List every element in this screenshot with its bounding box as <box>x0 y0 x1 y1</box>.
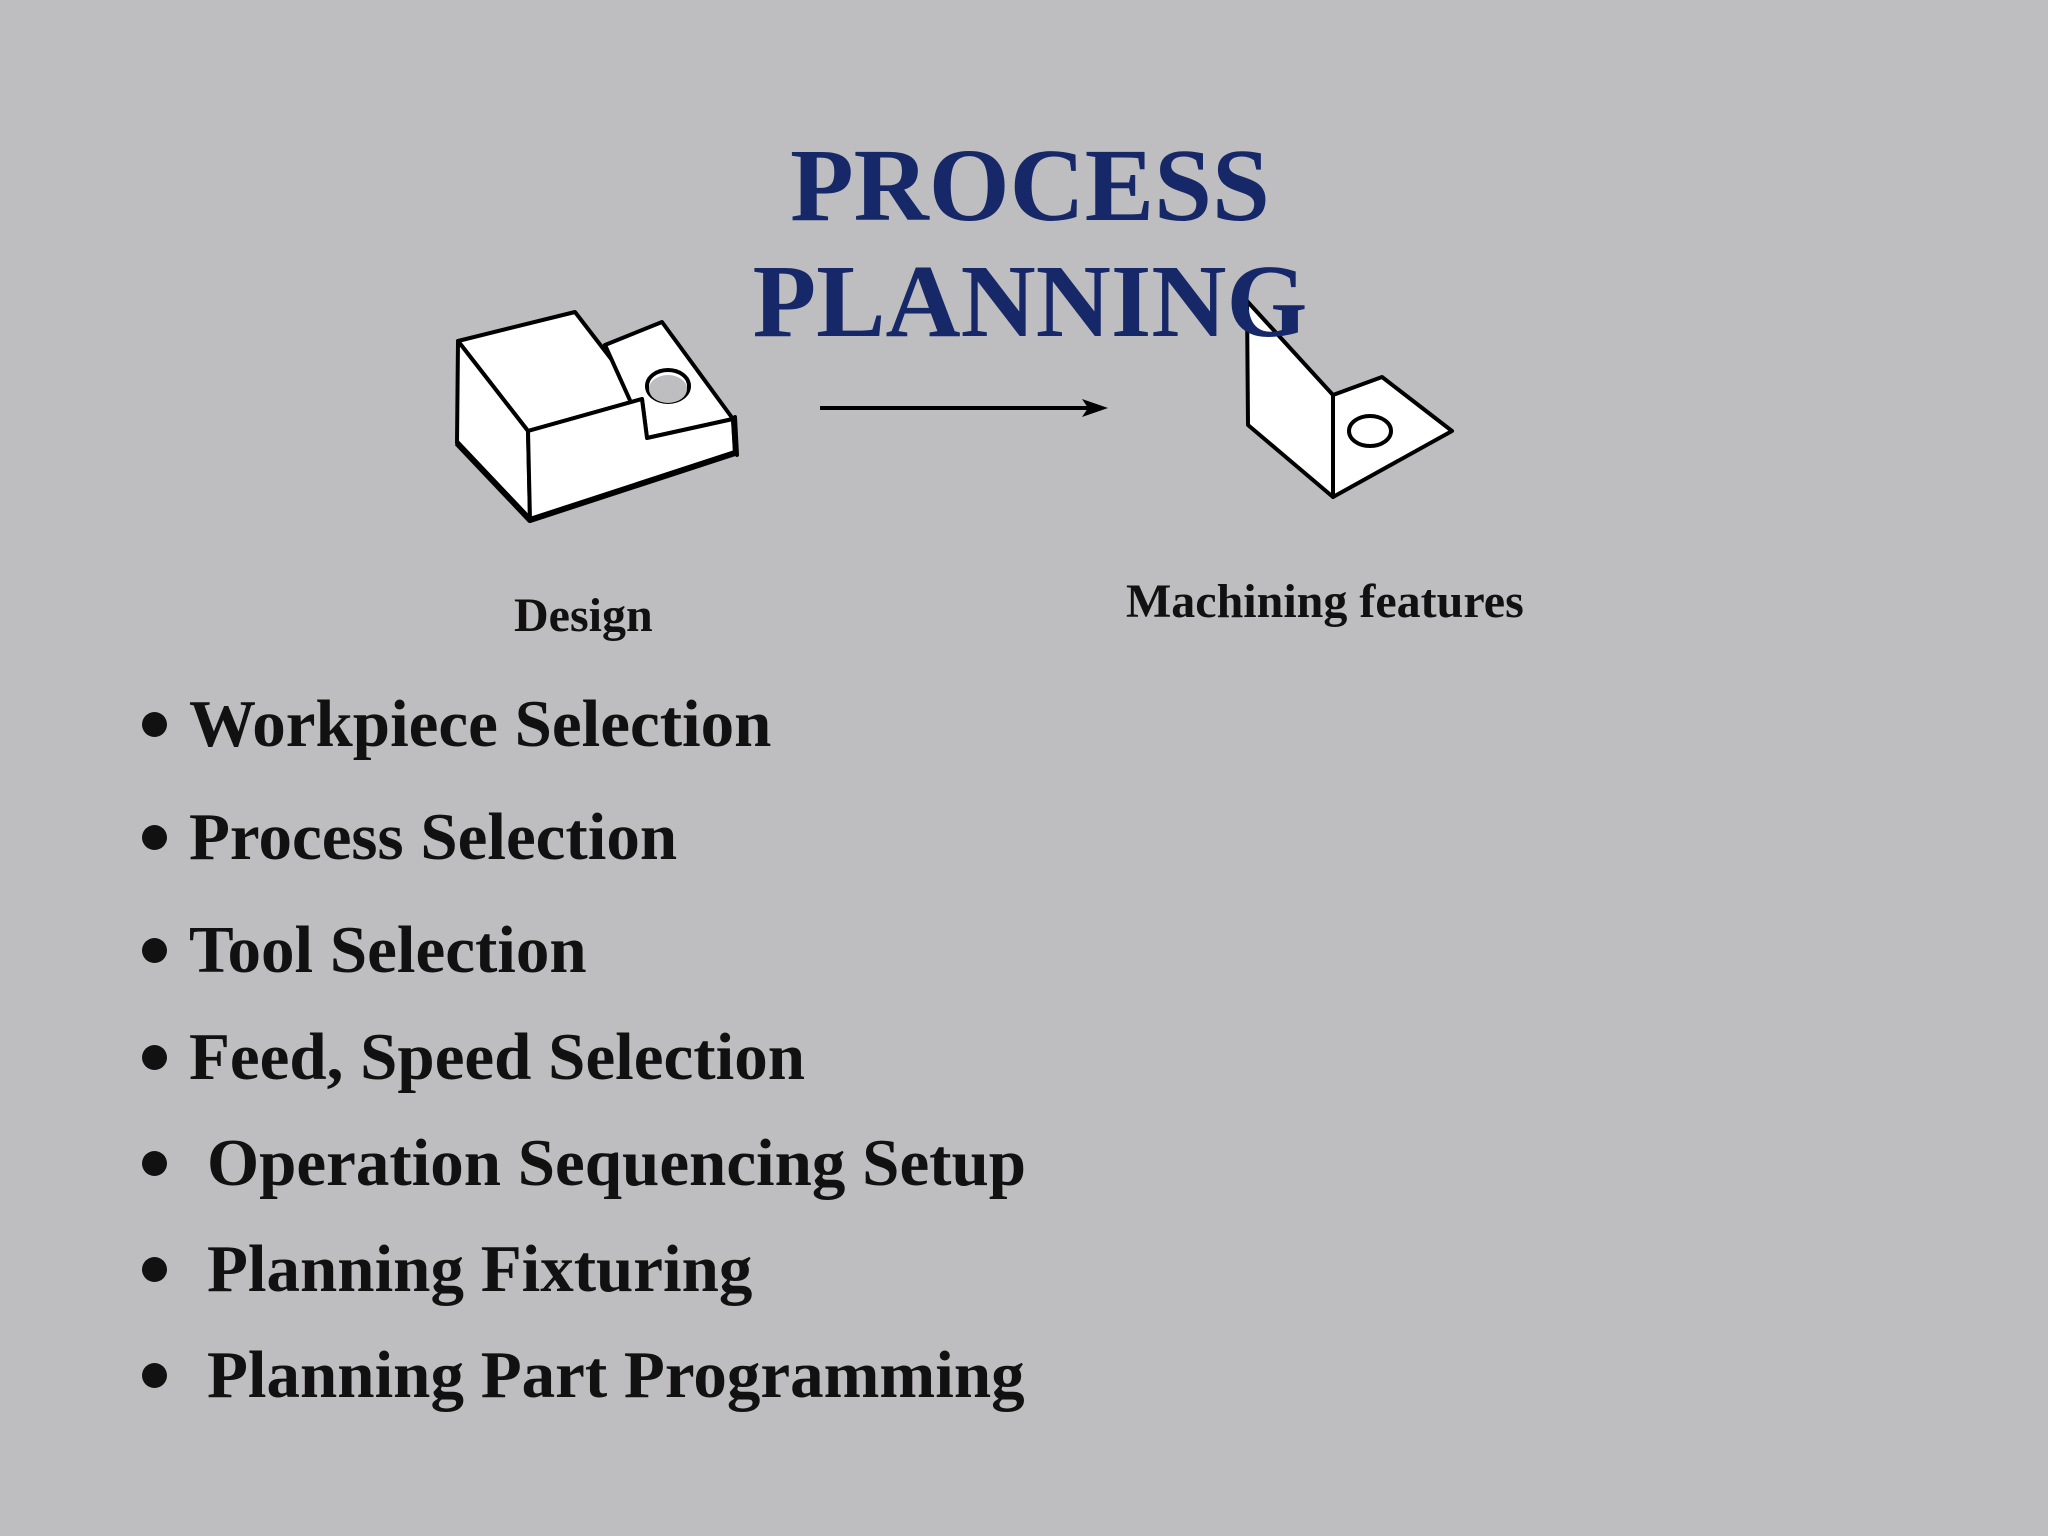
list-item-text: Operation Sequencing Setup <box>207 1126 1027 1200</box>
title-line-2: PLANNING <box>752 244 1308 359</box>
bullet-icon <box>142 1257 167 1283</box>
list-item-text: Feed, Speed Selection <box>189 1020 805 1094</box>
bullet-icon <box>142 712 167 738</box>
list-item: Tool Selection <box>142 912 587 988</box>
list-item: Planning Part Programming <box>142 1337 1025 1413</box>
design-caption: Design <box>514 589 653 642</box>
bullet-icon <box>142 825 167 851</box>
list-item-text: Process Selection <box>189 800 678 874</box>
bullet-icon <box>142 1045 167 1071</box>
list-item-text: Planning Fixturing <box>207 1232 753 1306</box>
bullet-icon <box>142 938 167 964</box>
title-line-1: PROCESS <box>790 128 1270 243</box>
list-item: Workpiece Selection <box>142 686 771 762</box>
arrow-icon <box>820 399 1108 417</box>
list-item: Feed, Speed Selection <box>142 1019 805 1095</box>
list-item-text: Planning Part Programming <box>207 1338 1025 1412</box>
design-block-drawing <box>454 310 739 523</box>
slide-title: PROCESS PLANNING <box>560 128 1500 360</box>
list-item: Operation Sequencing Setup <box>142 1125 1026 1201</box>
machining-features-caption: Machining features <box>1126 575 1524 628</box>
list-item-text: Workpiece Selection <box>189 687 772 761</box>
bullet-icon <box>142 1151 167 1177</box>
list-item: Planning Fixturing <box>142 1231 752 1307</box>
bullet-icon <box>142 1363 167 1389</box>
list-item-text: Tool Selection <box>189 913 587 987</box>
machining-features-drawing <box>1245 299 1454 499</box>
list-item: Process Selection <box>142 799 677 875</box>
